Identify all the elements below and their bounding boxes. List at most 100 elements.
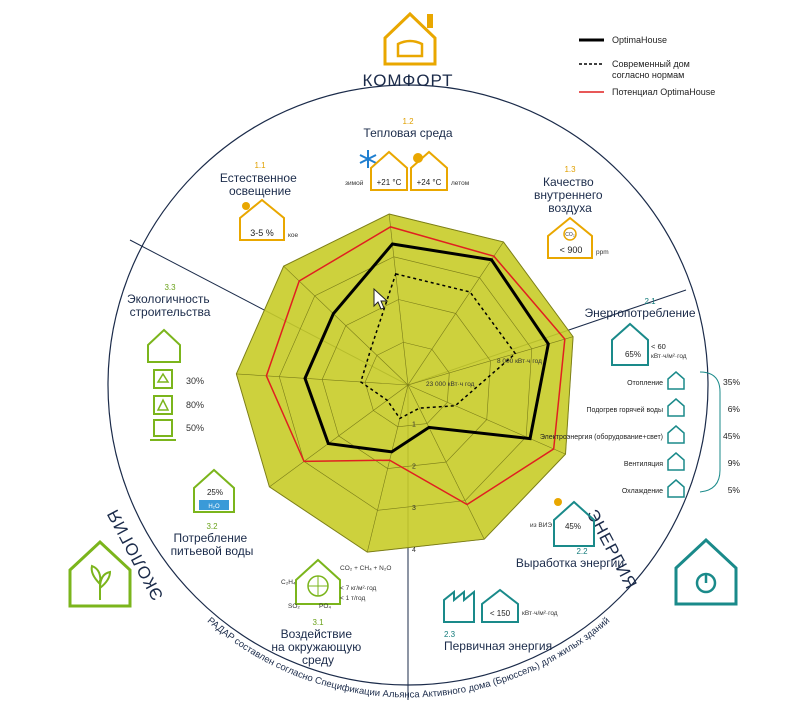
radar-series-2 <box>265 226 566 506</box>
item-3-1-title: Воздействие на окружающую среду <box>271 627 364 667</box>
item-3-1-so2: SO₂ <box>288 603 300 610</box>
item-3-2-h2o: H₂O <box>208 504 220 510</box>
item-3-1-value2: < 1 т/год <box>340 595 366 602</box>
item-1-2-summer-value: +24 °С <box>417 178 442 187</box>
item-3-1-number: 3.1 <box>312 618 324 627</box>
item-2-1-row-pct: 9% <box>728 458 741 468</box>
annotation-23000: 23 000 кВт·ч год <box>426 381 475 388</box>
radar-series-0 <box>303 242 550 454</box>
item-2-3-value: < 150 <box>490 609 511 618</box>
item-3-3-pct-2: 80% <box>186 400 204 410</box>
summer-house-icon <box>410 150 448 191</box>
item-1-3-value: < 900 <box>560 245 583 255</box>
generation-house-icon <box>553 498 595 547</box>
item-2-1-row-house-icon <box>667 452 685 471</box>
item-3-3-title: Экологичность строительства <box>127 292 213 319</box>
section-title-energy: ЭНЕРГИЯ <box>583 506 641 593</box>
item-2-1-row-house-icon <box>667 425 685 444</box>
radar-scale-label: 1 <box>412 422 416 429</box>
item-2-1-row-label: Подогрев горячей воды <box>586 406 663 414</box>
item-1-1-number: 1.1 <box>254 161 266 170</box>
item-2-1-bracket <box>699 371 721 493</box>
item-2-1-row-pct: 35% <box>723 377 740 387</box>
item-2-1-row-house-icon <box>667 398 685 417</box>
item-2-3-number: 2.3 <box>444 630 456 639</box>
construction-house-icon <box>147 328 181 363</box>
certificate-icon <box>150 419 176 441</box>
item-2-2-title: Выработка энергии <box>516 556 624 570</box>
ecology-house-icon <box>68 539 132 608</box>
item-2-1-row-label: Вентиляция <box>624 461 663 468</box>
item-2-1-pct: 65% <box>625 350 641 359</box>
item-2-3-unit: кВт·ч/м²·год <box>522 610 558 617</box>
energy-house-icon <box>674 537 738 606</box>
radar-grid <box>235 213 574 553</box>
item-1-3-title-line3: воздуха <box>548 201 592 215</box>
item-3-2-title-line2: питьевой воды <box>171 544 254 558</box>
item-2-1-row-label: Электроэнергия (оборудование+свет) <box>540 433 663 441</box>
item-3-3-title-line2: строительства <box>130 305 211 319</box>
radar-scale-label: 2 <box>412 463 416 470</box>
legend-label-potential: Потенциал OptimaHouse <box>612 87 715 97</box>
item-1-1-title: Естественное освещение <box>220 171 300 198</box>
item-2-2-number: 2.2 <box>576 547 588 556</box>
item-1-2-number: 1.2 <box>402 117 414 126</box>
item-1-3-unit: ppm <box>596 249 609 256</box>
radar-series <box>265 226 566 506</box>
item-2-2-pct: 45% <box>565 522 581 531</box>
material-icon <box>153 395 173 415</box>
item-2-1-row-pct: 5% <box>728 485 741 495</box>
radar-series-1 <box>359 272 517 420</box>
item-1-2-title: Тепловая среда <box>363 126 452 140</box>
item-1-1-title-line1: Естественное <box>220 171 297 185</box>
item-3-1-gases: CO₂ + CH₄ + N₂O <box>340 565 391 572</box>
snowflake-icon <box>359 150 377 168</box>
radar-spoke <box>407 241 504 386</box>
item-3-3-pct-3: 50% <box>186 423 204 433</box>
comfort-house-icon <box>383 11 437 66</box>
recycle-icon <box>153 369 173 389</box>
primary-energy-icon <box>443 588 519 623</box>
item-1-3-title: Качество внутреннего воздуха <box>534 175 606 215</box>
item-1-2-winter-label: зимой <box>345 179 364 187</box>
legend-label-optima: OptimaHouse <box>612 35 667 45</box>
item-3-3-number: 3.3 <box>164 283 176 292</box>
radar-spoke <box>269 384 409 488</box>
item-3-3-pct-1: 30% <box>186 376 204 386</box>
item-3-1-title-line2: на окружающую <box>271 640 361 654</box>
annotation-8000: 8 000 кВт·ч год <box>497 358 542 365</box>
item-3-2-title-line1: Потребление <box>173 531 247 545</box>
item-2-1-row-pct: 45% <box>723 431 740 441</box>
legend: OptimaHouse Современный дом согласно нор… <box>579 35 715 97</box>
legend-label-modern: Современный дом согласно нормам <box>612 59 692 80</box>
item-3-1-title-line3: среду <box>302 653 334 667</box>
item-3-1-c2h4: C₂H₄ <box>281 579 296 586</box>
item-2-2-from: из ВИЭ <box>530 522 552 529</box>
mouse-cursor-icon <box>373 287 389 310</box>
winter-house-icon <box>370 150 408 191</box>
item-1-3-title-line1: Качество <box>543 175 594 189</box>
item-1-2-summer-label: летом <box>451 180 470 187</box>
item-1-1-unit: кое <box>288 232 299 239</box>
item-3-3-title-line1: Экологичность <box>127 292 210 306</box>
legend-label-modern-line1: Современный дом <box>612 59 690 69</box>
radar-spoke <box>283 265 409 386</box>
item-1-3-gas: CO₂ <box>565 232 575 238</box>
item-3-1-po4: PO₄ <box>319 603 331 610</box>
item-2-1-row-house-icon <box>667 479 685 498</box>
radar-spoke <box>407 384 566 455</box>
radar-spoke <box>366 384 409 553</box>
item-3-2-title: Потребление питьевой воды <box>171 531 254 558</box>
item-3-1-value1: < 7 кг/м²·год <box>340 585 377 592</box>
item-2-1-unit: кВт·ч/м²·год <box>651 353 687 360</box>
item-2-1-row-house-icon <box>667 371 685 390</box>
daylight-house-icon <box>239 198 285 241</box>
radar-ring <box>236 213 574 553</box>
item-3-1-title-line1: Воздействие <box>281 627 353 641</box>
radar-scale-label: 4 <box>412 547 416 554</box>
item-1-2-winter-value: +21 °С <box>377 178 402 187</box>
item-2-1-row-pct: 6% <box>728 404 741 414</box>
